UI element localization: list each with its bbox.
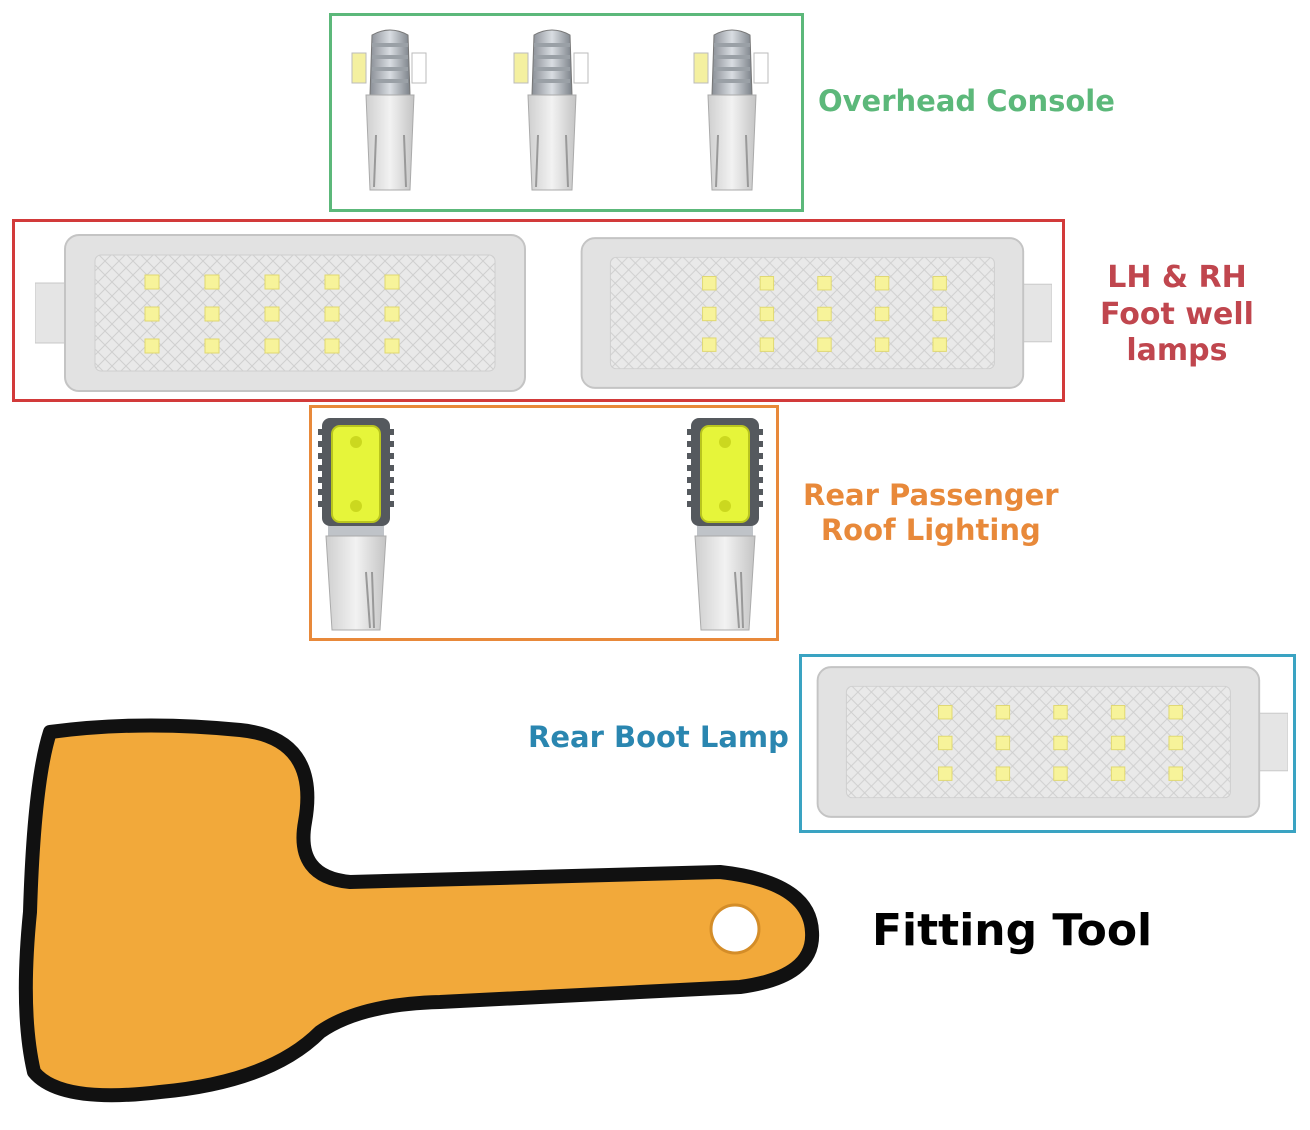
led-lamp-housing-icon bbox=[35, 233, 535, 393]
fitting-tool-label: Fitting Tool bbox=[872, 905, 1153, 956]
rear-roof-label: Rear Passenger Roof Lighting bbox=[803, 478, 1059, 548]
t10-smd-bulb-icon bbox=[692, 25, 772, 195]
overhead-console-label: Overhead Console bbox=[818, 84, 1115, 118]
led-lamp-housing-icon bbox=[808, 662, 1288, 822]
t10-smd-bulb-icon bbox=[512, 25, 592, 195]
t10-cob-bulb-icon bbox=[316, 412, 396, 632]
t10-cob-bulb-icon bbox=[685, 412, 765, 632]
overhead-console-box bbox=[329, 13, 804, 212]
led-lamp-housing-icon bbox=[572, 233, 1052, 393]
t10-smd-bulb-icon bbox=[350, 25, 430, 195]
footwell-lamps-box bbox=[12, 219, 1065, 402]
rear-roof-box bbox=[309, 405, 779, 641]
rear-boot-lamp-label: Rear Boot Lamp bbox=[528, 720, 789, 754]
rear-boot-lamp-box bbox=[799, 654, 1296, 833]
footwell-lamps-label: LH & RH Foot well lamps bbox=[1100, 260, 1254, 369]
trim-removal-tool-icon bbox=[18, 718, 820, 1103]
